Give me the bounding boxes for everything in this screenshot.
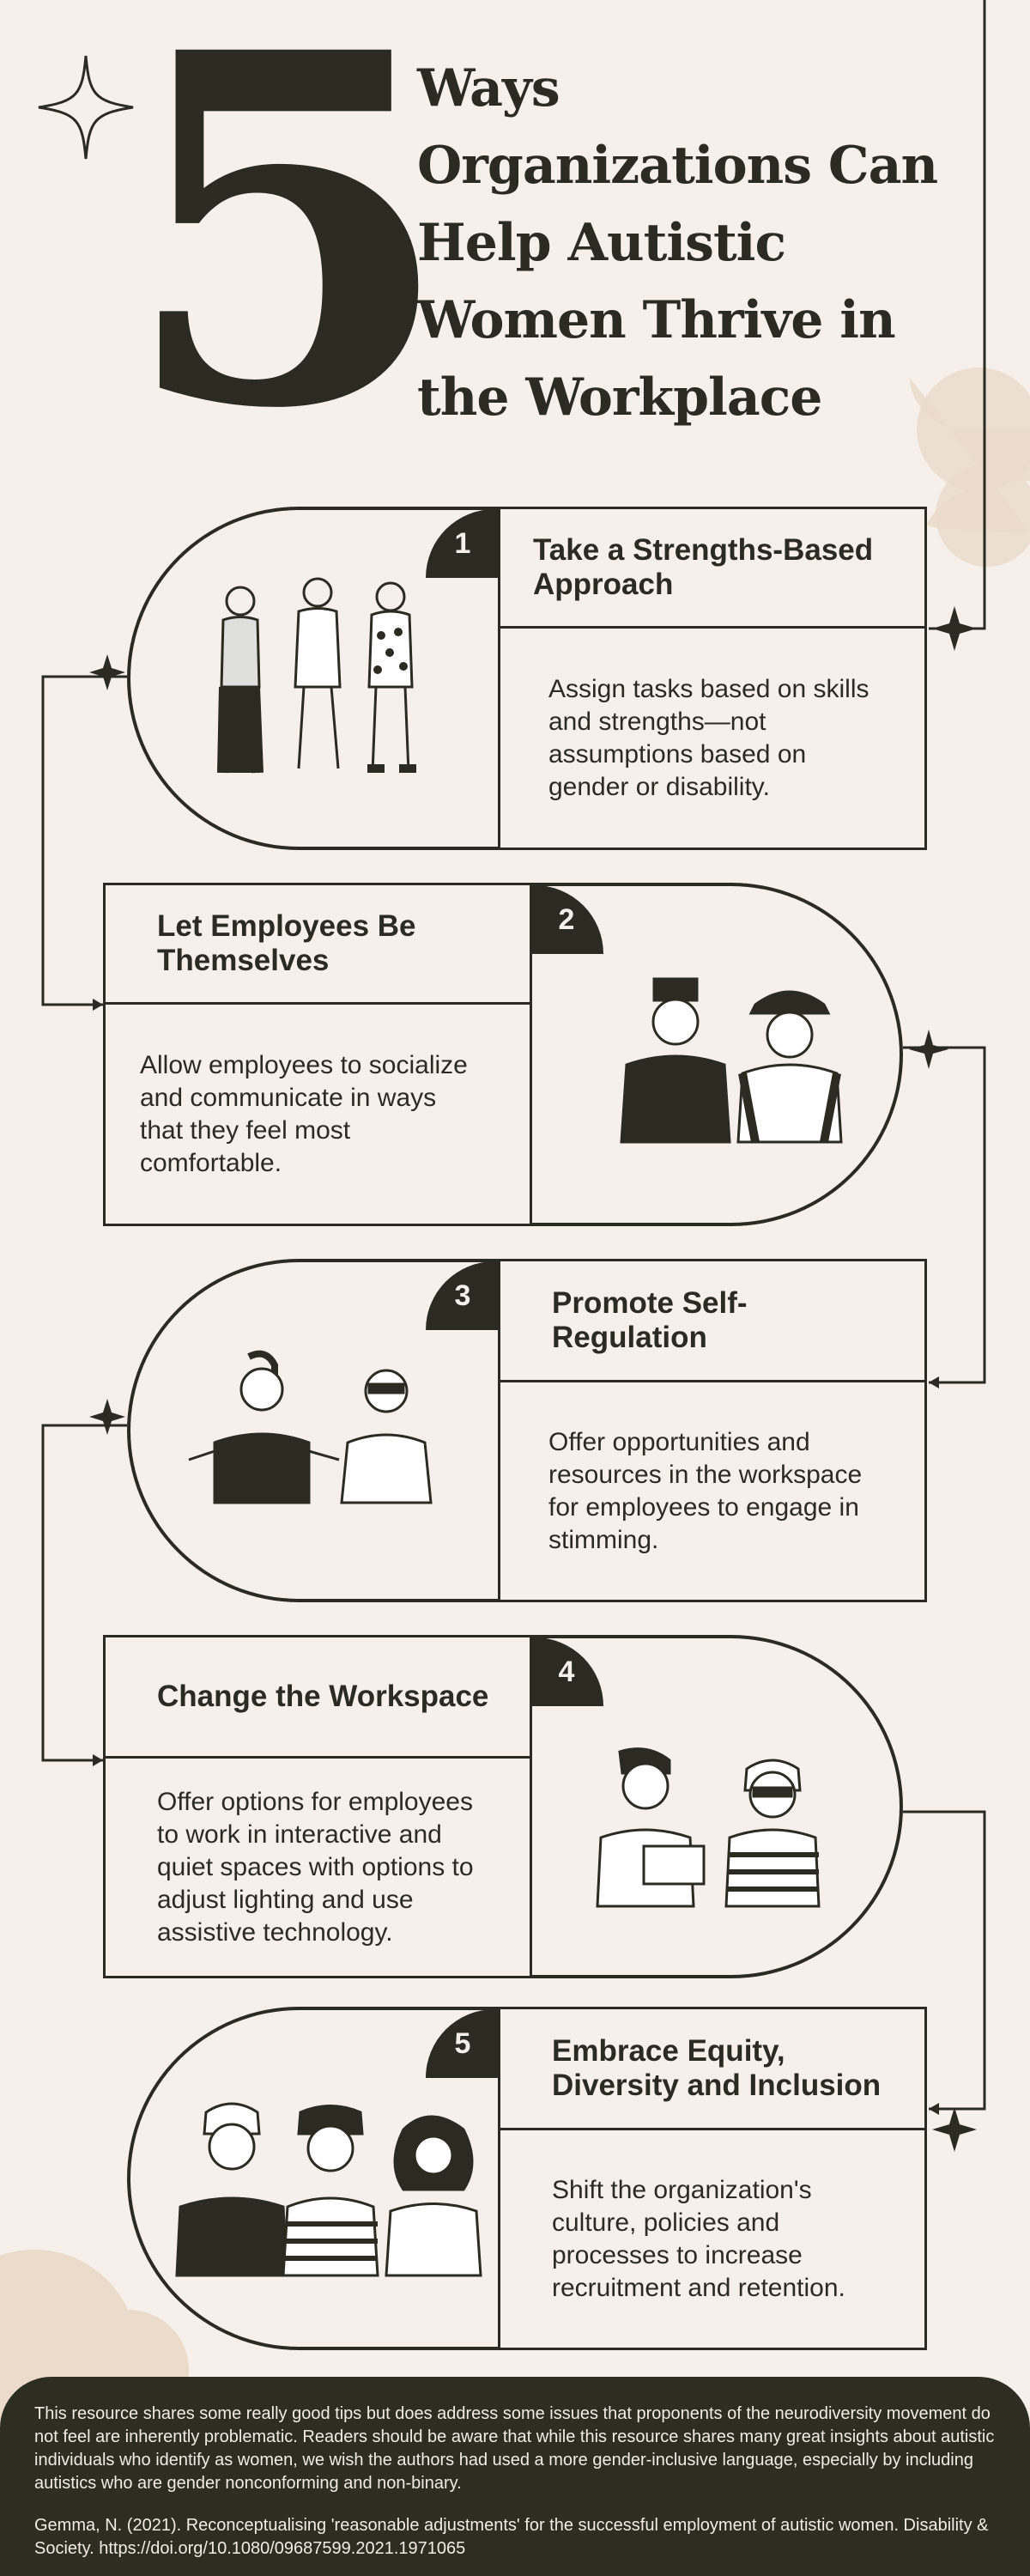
title-line: Organizations Can [417, 136, 938, 196]
sparkle-icon [38, 55, 134, 160]
footer-citation: Gemma, N. (2021). Reconceptualising 'rea… [34, 2516, 989, 2558]
step-1-heading: Take a Strengths-Based Approach [498, 507, 927, 629]
title-line: Ways [417, 58, 560, 118]
page-title: Ways Organizations Can Help Autistic Wom… [417, 50, 966, 436]
big-number-five: 5 [120, 0, 455, 514]
blob-top-right-circle-2 [936, 464, 1030, 567]
step-4-body: Offer options for employees to work in i… [103, 1756, 532, 1978]
blob-top-right-circle [917, 368, 1030, 491]
connector-sparkle-icon [932, 606, 977, 651]
step-3-heading: Promote Self-Regulation [498, 1259, 927, 1382]
connector-sparkle-icon [909, 1030, 948, 1069]
step-4-heading: Change the Workspace [103, 1635, 532, 1759]
connector-sparkle-icon [89, 654, 125, 690]
title-line: the Workplace [417, 368, 822, 428]
people-illustration [188, 1350, 433, 1504]
people-illustration [596, 1747, 821, 1908]
step-5-heading: Embrace Equity, Diversity and Inclusion [498, 2007, 927, 2130]
step-2-body: Allow employees to socialize and communi… [103, 1002, 532, 1226]
people-illustration [217, 577, 416, 774]
step-1-body: Assign tasks based on skills and strengt… [498, 626, 927, 850]
title-line: Help Autistic [417, 213, 786, 273]
step-2-heading: Let Employees Be Themselves [103, 883, 532, 1005]
connector-sparkle-icon [932, 2107, 977, 2152]
footer-note: This resource shares some really good ti… [34, 2404, 995, 2493]
step-5-body: Shift the organization's culture, polici… [498, 2128, 927, 2350]
people-illustration [620, 977, 843, 1144]
step-3-body: Offer opportunities and resources in the… [498, 1380, 927, 1602]
step-2-number: 2 [530, 885, 603, 954]
people-illustration [175, 2102, 482, 2277]
connector-sparkle-icon [89, 1399, 125, 1435]
footer-panel: This resource shares some really good ti… [0, 2377, 1030, 2576]
title-line: Women Thrive in [417, 290, 896, 350]
